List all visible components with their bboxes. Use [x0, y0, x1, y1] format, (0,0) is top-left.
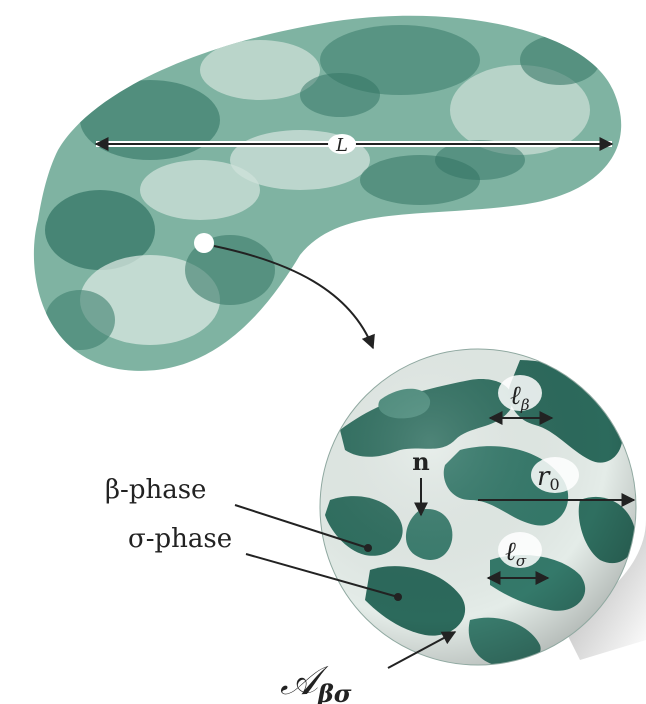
ell-sigma-subscript: σ [516, 552, 527, 570]
radius-subscript: 0 [549, 475, 559, 494]
beta-phase-label: β-phase [105, 475, 206, 505]
length-label: L [335, 135, 348, 156]
macroscale-domain [34, 16, 621, 371]
svg-text:𝒜βσ: 𝒜βσ [280, 658, 352, 704]
svg-text:σ-phase: σ-phase [128, 524, 232, 554]
sigma-phase-label: σ-phase [128, 524, 232, 554]
ell-beta-label: ℓ [510, 381, 521, 411]
normal-label: n [412, 447, 429, 476]
averaging-sphere [320, 349, 636, 666]
averaging-point [194, 233, 214, 253]
svg-text:β-phase: β-phase [105, 475, 206, 505]
interface-subscript: βσ [317, 679, 352, 704]
ell-beta-subscript: β [520, 396, 530, 414]
ell-sigma-label: ℓ [505, 537, 516, 567]
